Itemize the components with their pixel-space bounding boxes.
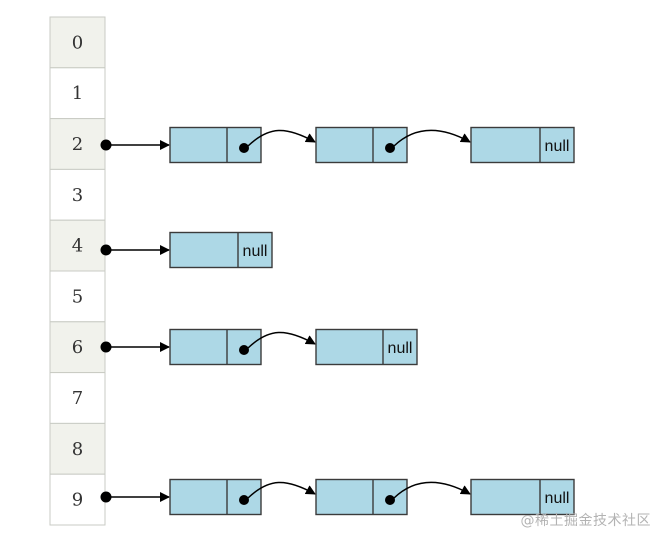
- node-box: [470, 126, 575, 164]
- null-label: null: [545, 490, 570, 507]
- bucket-cell-6: 6: [49, 321, 106, 374]
- bucket-index-label: 9: [72, 490, 83, 511]
- null-label: null: [243, 243, 268, 260]
- bucket-index-label: 3: [72, 185, 83, 206]
- list-node: null: [470, 126, 575, 164]
- chain-bucket-6: null: [100, 328, 418, 366]
- list-node: [169, 478, 316, 516]
- chain-bucket-4: null: [100, 231, 273, 269]
- bucket-cell-9: 9: [49, 473, 106, 526]
- head-pointer-dot: [100, 139, 112, 151]
- bucket-index-label: 1: [72, 83, 83, 104]
- list-node: [315, 126, 471, 164]
- bucket-cell-5: 5: [49, 270, 106, 323]
- next-pointer-arrow: [393, 481, 471, 499]
- bucket-index-label: 4: [72, 236, 83, 257]
- bucket-index-label: 6: [72, 337, 83, 358]
- next-pointer-dot: [239, 143, 249, 153]
- node-box: [169, 231, 273, 269]
- next-pointer-arrow: [247, 481, 316, 499]
- head-pointer-dot: [100, 491, 112, 503]
- list-node: [169, 328, 316, 366]
- watermark: @稀土掘金技术社区: [520, 513, 651, 529]
- chain-bucket-2: null: [100, 126, 575, 164]
- bucket-cell-3: 3: [49, 168, 106, 221]
- next-pointer-arrow: [247, 331, 316, 349]
- bucket-index-label: 2: [72, 134, 83, 155]
- node-box: [470, 478, 575, 516]
- null-label: null: [388, 340, 413, 357]
- next-pointer-dot: [385, 495, 395, 505]
- bucket-index-label: 5: [72, 286, 83, 307]
- node-box: [315, 328, 418, 366]
- list-node: [315, 478, 471, 516]
- bucket-cell-4: 4: [49, 219, 106, 272]
- null-label: null: [545, 138, 570, 155]
- list-node: [169, 126, 316, 164]
- bucket-index-label: 0: [72, 32, 83, 53]
- bucket-cell-7: 7: [49, 372, 106, 424]
- bucket-cell-0: 0: [49, 16, 106, 69]
- linked-lists: null null null null: [100, 126, 575, 516]
- chain-bucket-9: null: [100, 478, 575, 516]
- bucket-cell-8: 8: [49, 422, 106, 475]
- bucket-cell-2: 2: [49, 118, 106, 170]
- bucket-array: 0 1 2 3 4 5 6 7 8 9: [49, 16, 106, 526]
- list-node: null: [169, 231, 273, 269]
- head-pointer-dot: [100, 244, 112, 256]
- bucket-cell-1: 1: [49, 67, 106, 120]
- next-pointer-arrow: [393, 129, 471, 147]
- bucket-index-label: 8: [72, 439, 83, 460]
- list-node: null: [315, 328, 418, 366]
- next-pointer-arrow: [247, 129, 316, 147]
- next-pointer-dot: [239, 495, 249, 505]
- list-node: null: [470, 478, 575, 516]
- next-pointer-dot: [239, 345, 249, 355]
- next-pointer-dot: [385, 143, 395, 153]
- bucket-index-label: 7: [72, 388, 83, 409]
- head-pointer-dot: [100, 341, 112, 353]
